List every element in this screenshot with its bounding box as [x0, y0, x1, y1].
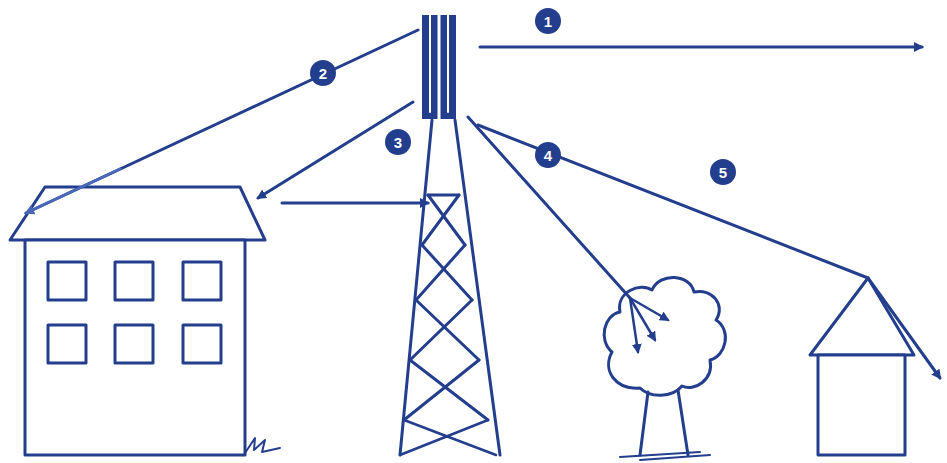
callout-number: 3: [385, 129, 411, 155]
callout-text: 5: [719, 165, 727, 180]
callout-text: 3: [394, 135, 402, 150]
callout-number: 5: [710, 159, 736, 185]
house: [810, 278, 914, 455]
office-building: [10, 187, 280, 455]
radio-tower: [400, 15, 500, 455]
tree: [604, 277, 725, 460]
callout-number: 2: [310, 60, 336, 86]
callout-text: 4: [544, 148, 552, 163]
callout-text: 2: [319, 66, 327, 81]
callout-number: 1: [535, 8, 561, 34]
callout-number: 4: [535, 142, 561, 168]
callout-text: 1: [544, 14, 552, 29]
signal-rays: [26, 30, 940, 378]
